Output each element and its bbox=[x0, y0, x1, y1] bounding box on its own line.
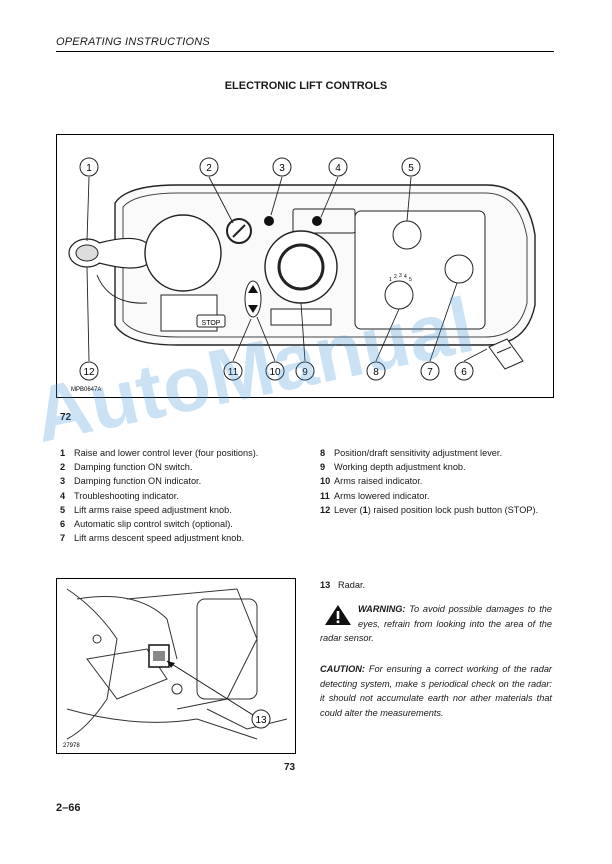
svg-text:9: 9 bbox=[302, 367, 308, 378]
svg-text:5: 5 bbox=[408, 163, 414, 174]
legend-item: 12 Lever (1) raised position lock push b… bbox=[320, 504, 539, 515]
svg-text:6: 6 bbox=[461, 367, 467, 378]
stop-button bbox=[196, 314, 226, 328]
callout-12 bbox=[79, 361, 99, 381]
stop-label: STOP bbox=[202, 320, 221, 327]
svg-text:7: 7 bbox=[427, 367, 433, 378]
figure-code: 27978 bbox=[63, 743, 80, 749]
caution-block: CAUTION: For ensuring a correct working … bbox=[320, 662, 552, 720]
callout-9 bbox=[295, 361, 315, 381]
svg-text:12: 12 bbox=[83, 367, 95, 378]
svg-text:13: 13 bbox=[255, 715, 267, 726]
callout-2 bbox=[199, 157, 219, 177]
control-panel-illustration: STOP 1 2 3 4 5 bbox=[68, 157, 536, 393]
arms-indicator-icon bbox=[244, 280, 262, 318]
caution-label: CAUTION: bbox=[320, 664, 365, 674]
figure-code: MPB0647A bbox=[71, 387, 101, 393]
figure-caption-72: 72 bbox=[60, 412, 72, 423]
page-title: ELECTRONIC LIFT CONTROLS bbox=[224, 80, 388, 92]
callout-13 bbox=[251, 709, 271, 729]
troubleshooting-indicator-icon bbox=[312, 216, 322, 226]
svg-text:10: 10 bbox=[269, 367, 281, 378]
callout-5 bbox=[401, 157, 421, 177]
callout-10 bbox=[265, 361, 285, 381]
callout-7 bbox=[420, 361, 440, 381]
svg-text:8: 8 bbox=[373, 367, 379, 378]
descent-speed-knob-icon bbox=[444, 254, 474, 284]
radar-sensor-icon bbox=[148, 644, 170, 668]
callout-3 bbox=[272, 157, 292, 177]
warning-text: To avoid possible damages to the eyes, r… bbox=[320, 604, 552, 644]
control-panel-figure: STOP 1 2 3 4 5 bbox=[56, 134, 554, 398]
warning-triangle-icon bbox=[325, 605, 351, 625]
radar-illustration: 13 27978 bbox=[63, 588, 288, 749]
damping-indicator-icon bbox=[264, 216, 274, 226]
svg-text:5: 5 bbox=[409, 277, 412, 283]
svg-text:4: 4 bbox=[404, 274, 407, 280]
warning-block: WARNING: To avoid possible damages to th… bbox=[320, 602, 552, 646]
callout-8 bbox=[366, 361, 386, 381]
callout-11 bbox=[223, 361, 243, 381]
callout-1 bbox=[79, 157, 99, 177]
caution-text: For ensuring a correct working of the ra… bbox=[320, 664, 552, 718]
svg-text:2: 2 bbox=[394, 274, 397, 280]
svg-text:4: 4 bbox=[335, 163, 341, 174]
callout-6 bbox=[454, 361, 474, 381]
control-lever-icon bbox=[68, 214, 222, 304]
svg-text:3: 3 bbox=[399, 273, 402, 279]
header-rule bbox=[56, 51, 554, 52]
page-number: 2–66 bbox=[56, 802, 81, 814]
slip-control-switch-icon bbox=[488, 338, 524, 370]
callout-4 bbox=[328, 157, 348, 177]
figure-caption-73: 73 bbox=[284, 762, 296, 773]
svg-text:11: 11 bbox=[228, 367, 239, 378]
sensitivity-lever-icon bbox=[384, 280, 414, 310]
svg-text:3: 3 bbox=[279, 163, 285, 174]
svg-text:2: 2 bbox=[206, 163, 212, 174]
svg-text:1: 1 bbox=[389, 277, 392, 283]
raise-speed-knob-icon bbox=[392, 220, 422, 250]
section-header: OPERATING INSTRUCTIONS bbox=[56, 36, 210, 48]
warning-label: WARNING: bbox=[358, 604, 406, 614]
radar-figure: 13 27978 bbox=[56, 578, 296, 754]
svg-text:1: 1 bbox=[86, 163, 92, 174]
